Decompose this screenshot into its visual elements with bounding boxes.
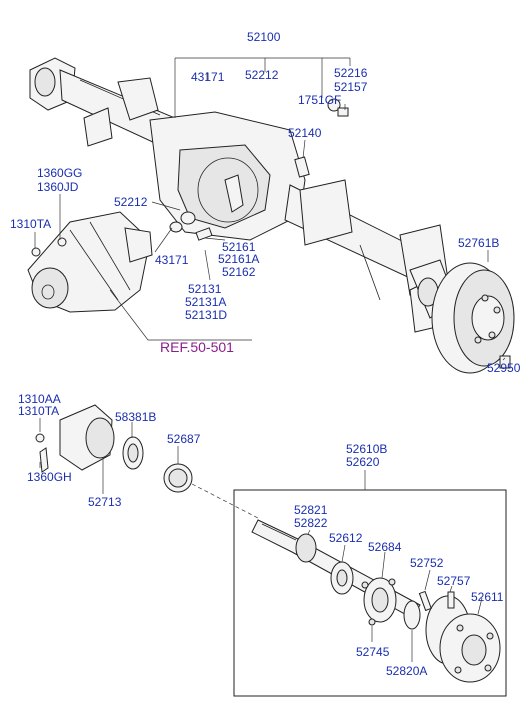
drain-plug: [169, 211, 213, 241]
label-52131: 52131: [188, 282, 222, 296]
label-1310ta-retainer: 1310TA: [18, 404, 60, 418]
label-52713: 52713: [88, 495, 122, 509]
breather-vent: [294, 98, 349, 178]
label-52612: 52612: [329, 531, 363, 545]
label-52131d: 52131D: [185, 308, 228, 322]
label-52620: 52620: [346, 455, 380, 469]
label-52611: 52611: [471, 590, 504, 604]
label-52752: 52752: [410, 556, 444, 570]
label-52161: 52161: [222, 240, 256, 254]
label-52821: 52821: [294, 503, 328, 517]
label-52950: 52950: [487, 361, 521, 375]
axle-housing: [29, 57, 456, 333]
label-52684: 52684: [368, 540, 402, 554]
label-52157: 52157: [334, 80, 368, 94]
label-52687: 52687: [167, 432, 201, 446]
label-52140: 52140: [288, 126, 322, 140]
axle-shaft-assembly: [251, 519, 501, 683]
label-52212-housing: 52212: [245, 68, 279, 82]
axle-shaft-kit-box: [233, 489, 507, 697]
label-52757: 52757: [437, 574, 471, 588]
label-52162: 52162: [222, 265, 256, 279]
label-58381b: 58381B: [115, 410, 157, 424]
axle-bearing-retainer: [35, 404, 144, 473]
label-1360jd: 1360JD: [37, 180, 79, 194]
label-52761b: 52761B: [458, 236, 500, 250]
label-52161a: 52161A: [218, 252, 260, 266]
differential-carrier: [27, 211, 153, 313]
label-1310ta-carrier: 1310TA: [10, 217, 52, 231]
label-52216: 52216: [334, 66, 368, 80]
label-1360gg: 1360GG: [37, 166, 83, 180]
leader-lines: [34, 57, 506, 662]
label-52610b: 52610B: [346, 442, 388, 456]
label-52100: 52100: [247, 30, 281, 44]
label-52822: 52822: [294, 516, 328, 530]
label-43171-plug: 43171: [155, 253, 189, 267]
reference-link[interactable]: REF.50-501: [160, 339, 234, 355]
oil-seal: [163, 463, 193, 493]
label-1751gf: 1751GF: [298, 93, 342, 107]
label-1360gh: 1360GH: [27, 470, 72, 484]
label-52212-plug: 52212: [114, 195, 148, 209]
label-43171-housing: 43171: [191, 70, 225, 84]
brake-drum: [431, 262, 515, 374]
label-1310aa: 1310AA: [18, 392, 61, 406]
label-52745: 52745: [356, 645, 390, 659]
label-52131a: 52131A: [185, 295, 227, 309]
label-52820a: 52820A: [386, 664, 428, 678]
